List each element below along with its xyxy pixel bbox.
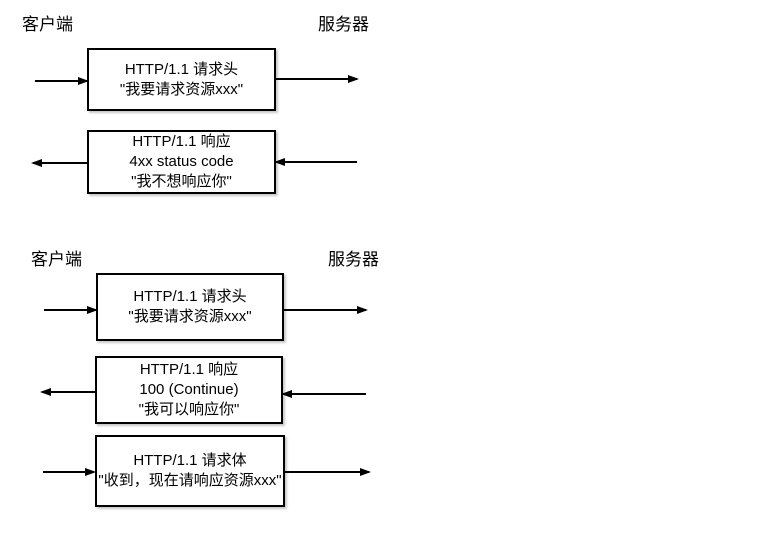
message-line: HTTP/1.1 请求体 xyxy=(133,452,247,469)
left-arrow-icon xyxy=(274,158,357,166)
box-request-body: HTTP/1.1 请求体 "收到，现在请响应资源xxx" xyxy=(95,435,285,507)
message-line: "收到，现在请响应资源xxx" xyxy=(98,472,282,489)
message-line: "我要请求资源xxx" xyxy=(128,308,252,325)
message-line: HTTP/1.1 响应 xyxy=(132,133,231,150)
left-arrow-icon xyxy=(31,159,88,167)
right-arrow-icon xyxy=(44,306,98,314)
message-line: "我可以响应你" xyxy=(138,401,240,418)
message-line: HTTP/1.1 请求头 xyxy=(124,60,239,78)
right-arrow-icon xyxy=(35,77,89,85)
box-response-4xx: HTTP/1.1 响应 4xx status code "我不想响应你" xyxy=(87,130,276,194)
message-line: 4xx status code xyxy=(129,153,234,170)
server-label: 服务器 xyxy=(318,15,369,34)
right-arrow-icon xyxy=(285,468,371,476)
left-arrow-icon xyxy=(40,388,97,396)
message-line: HTTP/1.1 响应 xyxy=(139,361,239,378)
right-arrow-icon xyxy=(43,468,96,476)
box-response-100-continue: HTTP/1.1 响应 100 (Continue) "我可以响应你" xyxy=(95,356,283,424)
right-arrow-icon xyxy=(284,306,368,314)
box-request-header-2: HTTP/1.1 请求头 "我要请求资源xxx" xyxy=(96,273,284,341)
client-label: 客户端 xyxy=(22,15,73,34)
box-request-header: HTTP/1.1 请求头 "我要请求资源xxx" xyxy=(87,48,276,111)
message-line: "我不想响应你" xyxy=(131,173,232,190)
message-line: HTTP/1.1 请求头 xyxy=(133,288,247,305)
server-label: 服务器 xyxy=(328,250,379,269)
message-line: "我要请求资源xxx" xyxy=(119,80,244,98)
message-line: 100 (Continue) xyxy=(139,381,239,398)
client-label: 客户端 xyxy=(31,250,82,269)
left-arrow-icon xyxy=(281,390,366,398)
right-arrow-icon xyxy=(276,75,359,83)
